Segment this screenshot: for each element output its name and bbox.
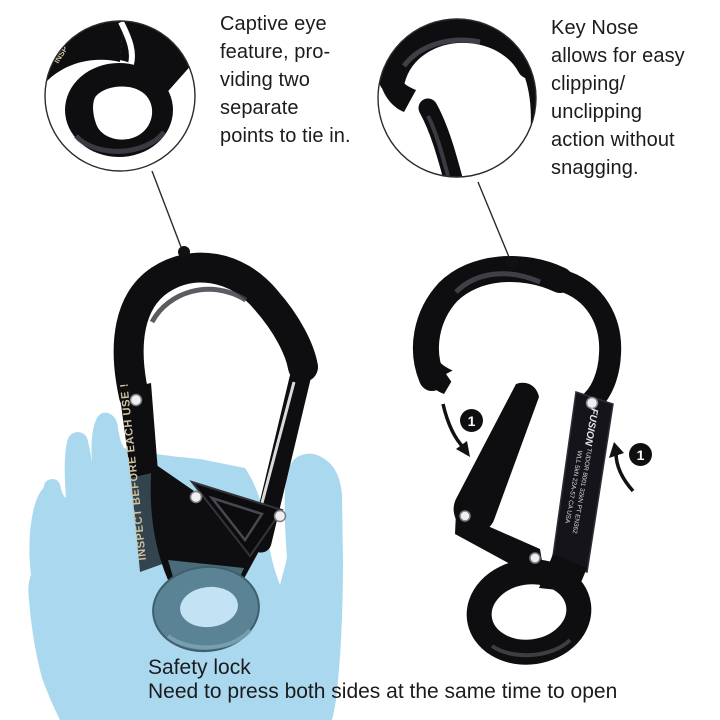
captive-eye-inset: INSP — [44, 20, 196, 172]
right-hook-eye — [466, 559, 592, 665]
right-hook-arc — [413, 255, 573, 391]
inset-gate-sheen — [426, 115, 450, 177]
key-nose-callout: Key Nose allows for easy clipping/ uncli… — [551, 17, 685, 179]
right-hook-arc-sheen — [454, 271, 542, 294]
safety-lock-caption: Safety lock Need to press both sides at … — [148, 656, 688, 704]
right-snap-hook: FUSION TUDOR 8001 32kN PT EN362 WLL 5kN … — [413, 255, 622, 665]
inset-body-right — [120, 21, 194, 98]
rivet — [585, 396, 599, 410]
leader-lines — [151, 170, 518, 268]
left-hook-spine-upper — [119, 383, 158, 478]
left-snap-hook: INSPECT BEFORE EACH USE ! — [113, 252, 318, 653]
leader-line-left — [151, 170, 182, 248]
right-hook-gate-arm — [453, 382, 539, 533]
right-hook-eye-sheen — [490, 638, 572, 658]
rivet — [189, 490, 203, 504]
rivet — [529, 552, 541, 564]
rotation-arrow-left-head — [456, 441, 470, 457]
inset-nose-arc — [379, 19, 536, 93]
inset-nose-tip — [378, 60, 416, 112]
inset-body-slit — [118, 21, 135, 65]
safety-lock-triangle-inner — [208, 495, 264, 543]
right-hook-gate-lower — [455, 512, 543, 572]
step-badge-spine: 1 — [629, 443, 652, 466]
rivet — [129, 393, 143, 407]
press-arrows — [441, 403, 635, 493]
captive-eye-opening — [180, 586, 238, 628]
safety-lock-instruction: Need to press both sides at the same tim… — [148, 680, 618, 703]
inset-nose-arc-sheen — [401, 37, 481, 68]
rivet — [459, 510, 471, 522]
callout-dot-right — [506, 256, 518, 268]
step-badge-gate: 1 — [460, 409, 483, 432]
left-hook-body — [150, 462, 265, 586]
inset-circle-outline — [44, 20, 196, 172]
key-nose-notch — [446, 366, 461, 387]
rotation-arrow-right — [614, 452, 635, 493]
rivet — [273, 509, 287, 523]
right-hook-spine — [549, 269, 622, 411]
rotation-arrow-right-head — [609, 442, 624, 458]
captive-eye-callout: Captive eye feature, pro- viding two sep… — [220, 13, 351, 147]
key-nose-inset — [377, 18, 537, 178]
spec-label-plate — [552, 391, 614, 574]
captive-eye-highlight — [166, 628, 252, 650]
inset-eye-sheen — [74, 130, 166, 154]
left-hook-gate-slit — [256, 381, 296, 519]
left-hook-bowl-sheen — [149, 286, 248, 324]
inset-gate-piece — [418, 98, 465, 177]
safety-lock-title: Safety lock — [148, 656, 251, 679]
callout-dot-left — [178, 246, 190, 258]
inset-eye-opening — [93, 86, 153, 140]
inset-body-left — [45, 21, 124, 82]
inset-circle-outline — [377, 18, 537, 178]
key-nose-tip — [418, 344, 457, 394]
leader-line-right — [477, 181, 510, 258]
left-hook-bowl — [113, 252, 318, 411]
